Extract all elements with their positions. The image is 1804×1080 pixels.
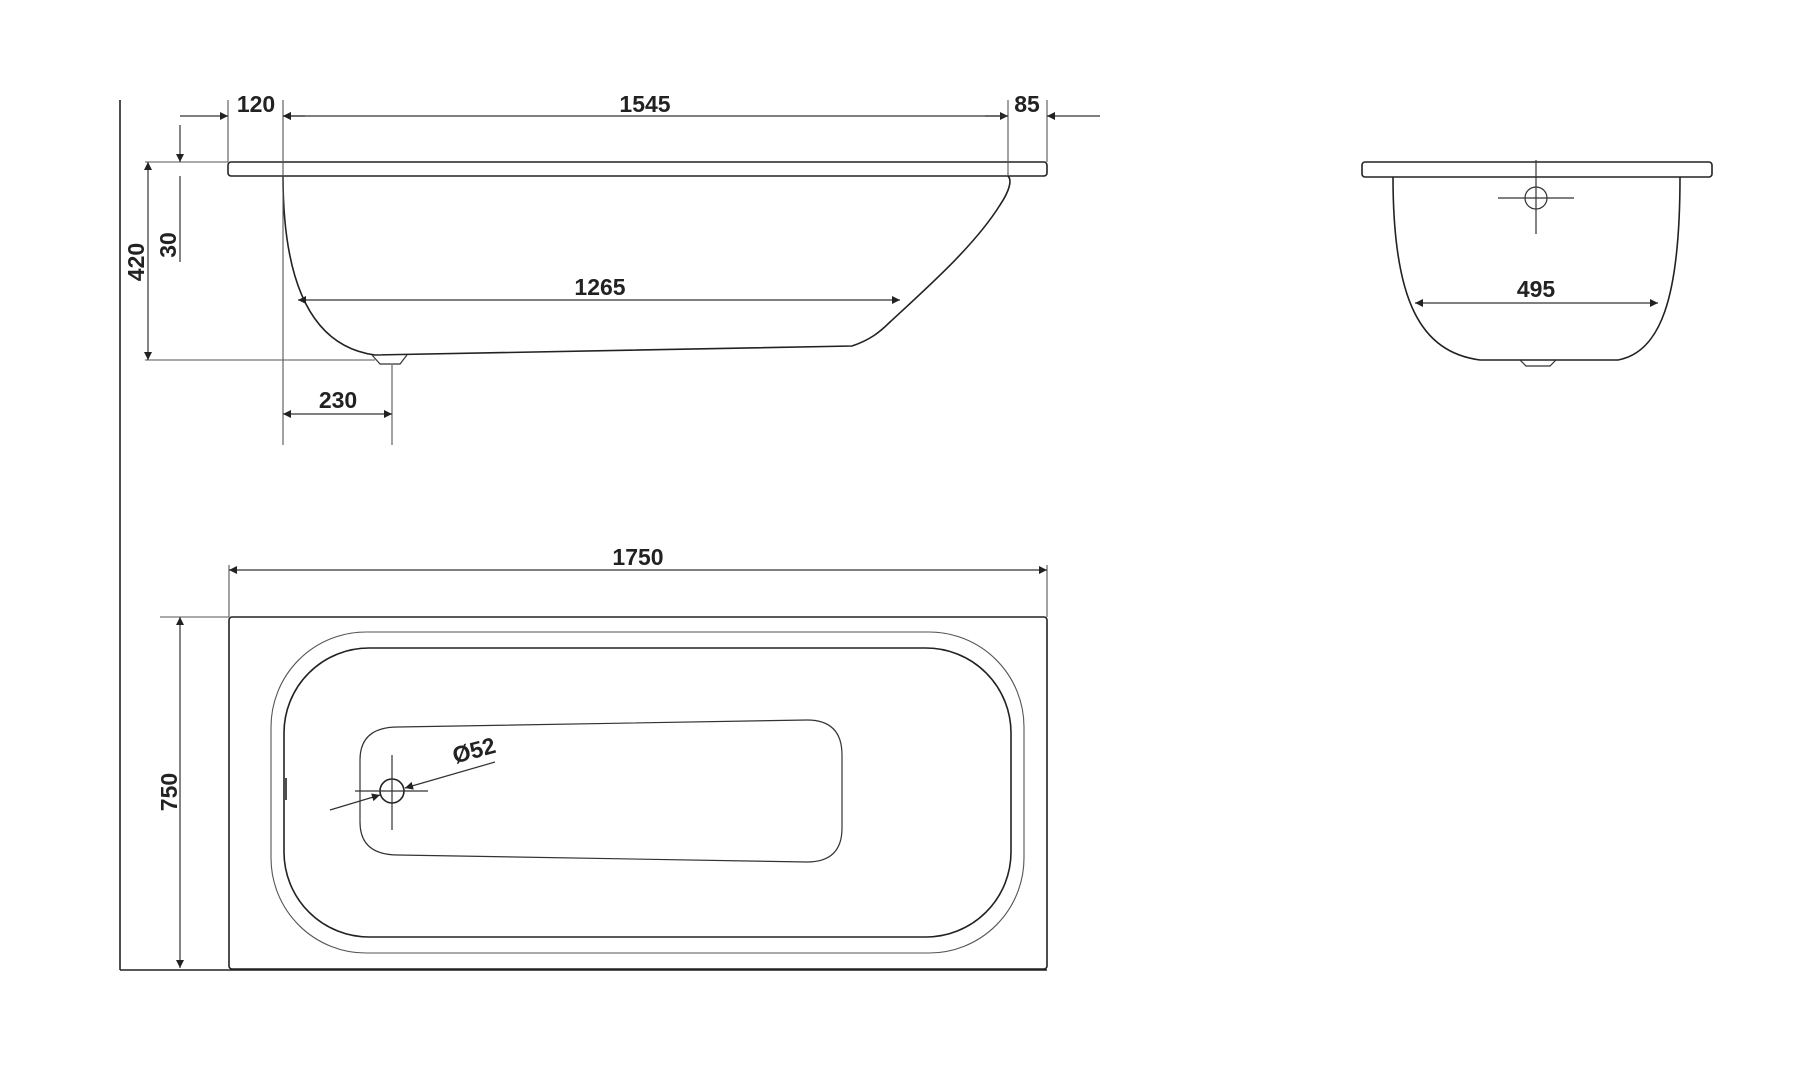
- top-view-basin: [283, 647, 1012, 938]
- top-view: Ø52 1750 750: [156, 544, 1048, 970]
- dim-line-drain-diameter: [329, 793, 381, 811]
- top-view-inner-rim-outer: [270, 631, 1025, 954]
- top-view-outline: [228, 616, 1048, 970]
- dim-label-bottom-length: 1265: [574, 274, 625, 300]
- end-view-rim: [1361, 161, 1713, 178]
- dim-label-lip-right: 85: [1014, 91, 1040, 117]
- overflow-crosshair-icon: [1498, 160, 1574, 234]
- dim-line-drain-diameter-leader: [404, 761, 496, 790]
- drain-crosshair-icon: [355, 755, 428, 830]
- side-view-drain-bump: [371, 354, 408, 365]
- end-view-drain-bump: [1519, 359, 1557, 367]
- dim-label-overall-height: 420: [123, 243, 149, 281]
- end-view: 495: [1361, 160, 1713, 367]
- side-view: 120 1545 85 30 420 1265 230: [123, 91, 1100, 445]
- dim-label-inner-top: 1545: [619, 91, 670, 117]
- dim-label-bottom-width: 495: [1517, 276, 1556, 302]
- dim-label-overall-length: 1750: [612, 544, 663, 570]
- top-view-floor-panel: [359, 719, 843, 863]
- dim-label-rim-thickness: 30: [155, 232, 181, 258]
- dim-label-lip-left: 120: [237, 91, 275, 117]
- dim-label-overall-width: 750: [156, 773, 182, 811]
- end-view-body: [1392, 176, 1681, 361]
- side-view-body: [282, 175, 1011, 356]
- side-view-rim: [227, 161, 1048, 177]
- dim-label-drain-offset: 230: [319, 387, 357, 413]
